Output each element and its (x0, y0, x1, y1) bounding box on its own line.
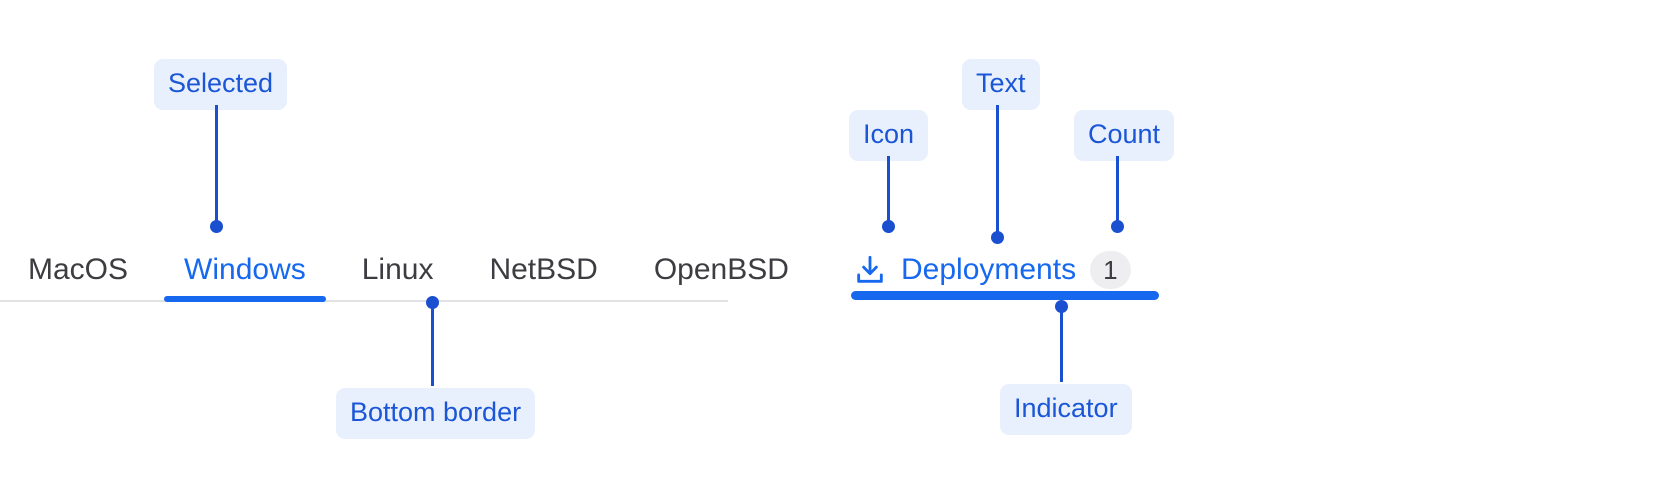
tabbar-left: MacOS Windows Linux NetBSD OpenBSD (0, 240, 789, 302)
annotation-text-label: Text (962, 59, 1040, 110)
tab-windows-label: Windows (184, 253, 306, 286)
tab-netbsd[interactable]: NetBSD (461, 240, 625, 300)
tab-openbsd-label: OpenBSD (653, 253, 789, 286)
tab-linux-label: Linux (361, 253, 434, 286)
tab-macos-label: MacOS (28, 253, 129, 286)
tab-openbsd[interactable]: OpenBSD (626, 240, 817, 300)
tab-macos[interactable]: MacOS (0, 240, 156, 300)
tabs-row-left: MacOS Windows Linux NetBSD OpenBSD (0, 240, 817, 302)
annotation-bottom-border-label: Bottom border (336, 388, 536, 439)
tab-linux[interactable]: Linux (334, 240, 462, 300)
leader-dot-text (991, 231, 1004, 244)
leader-line-bottom-border (431, 302, 434, 386)
annotation-selected-label: Selected (154, 59, 288, 110)
tab-indicator-bar (851, 291, 1159, 300)
tab-windows[interactable]: Windows (156, 240, 334, 302)
tabbar-right: Deployments 1 (851, 240, 1133, 302)
leader-line-indicator (1060, 306, 1063, 382)
leader-line-icon (887, 156, 890, 226)
leader-dot-count (1111, 220, 1124, 233)
leader-line-count (1116, 156, 1119, 226)
leader-line-text (996, 105, 999, 238)
tab-deployments-label: Deployments (901, 253, 1077, 286)
leader-dot-icon (882, 220, 895, 233)
leader-line-selected (215, 105, 218, 227)
leader-dot-selected (210, 220, 223, 233)
tab-netbsd-label: NetBSD (489, 253, 598, 286)
deployments-count-badge: 1 (1090, 251, 1131, 289)
tab-deployments[interactable]: Deployments 1 (851, 240, 1133, 300)
download-tray-icon (857, 255, 883, 283)
annotation-count-label: Count (1074, 110, 1175, 161)
annotation-indicator-label: Indicator (1000, 384, 1132, 435)
annotation-icon-label: Icon (849, 110, 929, 161)
